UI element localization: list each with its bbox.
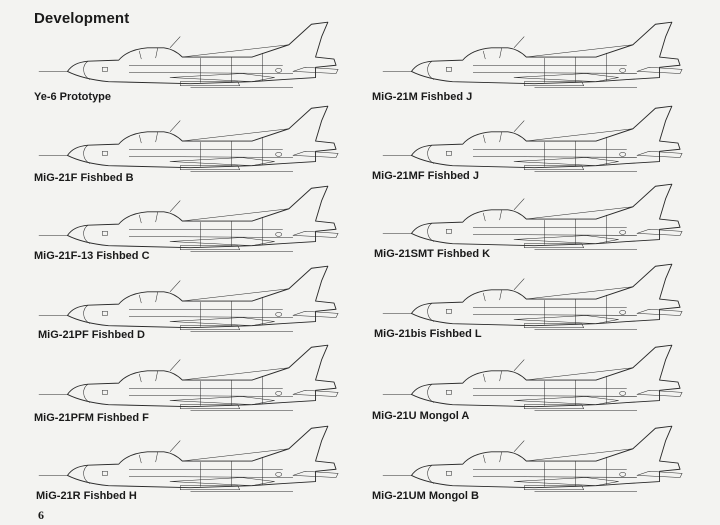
caption-mig21f13: MiG-21F-13 Fishbed C (34, 250, 150, 262)
aircraft-drawing-mig21m (382, 21, 683, 89)
caption-mig21f: MiG-21F Fishbed B (34, 172, 134, 184)
aircraft-drawing-mig21mf (382, 105, 683, 173)
caption-mig21pf: MiG-21PF Fishbed D (38, 329, 145, 341)
aircraft-drawing-mig21r (38, 425, 339, 493)
caption-mig21pfm: MiG-21PFM Fishbed F (34, 412, 149, 424)
caption-mig21u: MiG-21U Mongol A (372, 410, 470, 422)
caption-ye6: Ye-6 Prototype (34, 91, 112, 103)
caption-mig21r: MiG-21R Fishbed H (36, 490, 137, 502)
page-number: 6 (38, 508, 44, 522)
caption-mig21m: MiG-21M Fishbed J (372, 91, 473, 103)
aircraft-drawing-mig21bis (382, 263, 683, 331)
caption-mig21mf: MiG-21MF Fishbed J (372, 170, 479, 182)
caption-mig21um: MiG-21UM Mongol B (372, 490, 479, 502)
caption-mig21bis: MiG-21bis Fishbed L (374, 328, 482, 340)
aircraft-drawing-mig21smt (382, 183, 683, 251)
section-heading: Development (34, 10, 130, 27)
aircraft-drawing-mig21u (382, 344, 683, 412)
aircraft-drawing-ye6 (38, 21, 339, 89)
aircraft-drawing-mig21f (38, 105, 339, 173)
aircraft-drawing-mig21pfm (38, 344, 339, 412)
aircraft-drawing-mig21f13 (38, 185, 339, 253)
caption-mig21smt: MiG-21SMT Fishbed K (374, 248, 491, 260)
aircraft-drawing-mig21um (382, 425, 683, 493)
aircraft-drawing-mig21pf (38, 265, 339, 333)
